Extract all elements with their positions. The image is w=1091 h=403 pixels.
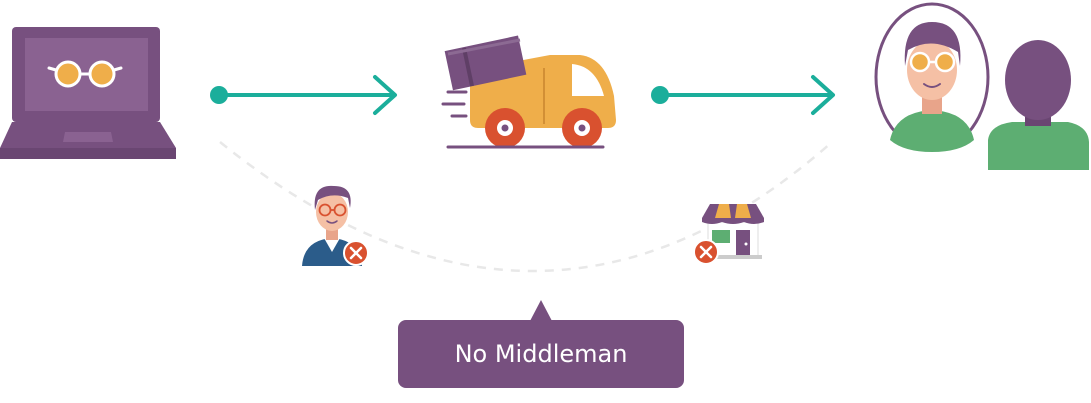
delivery-truck-icon <box>441 35 616 149</box>
cross-icon <box>693 239 719 265</box>
middleman-bypass-arc <box>219 141 833 273</box>
callout-label: No Middleman <box>454 340 628 368</box>
retail-store-icon <box>702 204 764 259</box>
flow-arrow-to-customers <box>651 75 835 115</box>
customers-icon <box>874 2 1089 170</box>
no-middleman-callout: No Middleman <box>398 300 684 388</box>
cross-icon <box>343 240 369 266</box>
laptop-icon <box>0 27 176 159</box>
flow-arrow-to-truck <box>210 75 397 115</box>
